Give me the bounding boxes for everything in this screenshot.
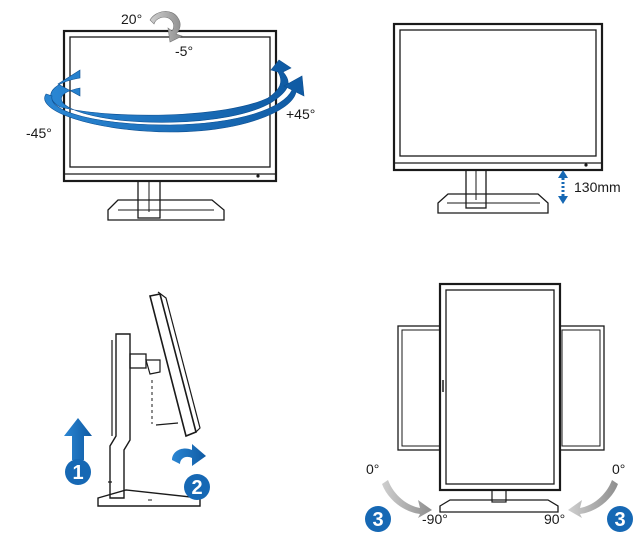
tilt-swivel-panel: 20° -5° -45° +45° <box>26 11 315 221</box>
tilt-arrow-icon <box>149 11 183 43</box>
monitor-stand <box>439 487 559 513</box>
monitor-front <box>392 22 604 172</box>
rotation-right-start: 0° <box>612 461 625 477</box>
up-arrow-icon <box>64 418 92 460</box>
step-2-number: 2 <box>191 477 202 499</box>
pivot-panel: 0° -90° 0° 90° 3 3 <box>365 282 633 532</box>
step-1-number: 1 <box>72 462 83 484</box>
height-arrow-icon <box>558 170 568 204</box>
height-label: 130mm <box>574 179 621 195</box>
rotation-right-end: 90° <box>544 511 565 527</box>
step-3-badge-left: 3 <box>365 506 391 532</box>
step-3-badge-right: 3 <box>607 506 633 532</box>
step-3-number: 3 <box>614 509 625 531</box>
stand-side <box>97 333 201 507</box>
step-2-badge: 2 <box>184 474 210 500</box>
monitor-front <box>62 29 278 183</box>
rotate-arrow-icon <box>382 480 618 518</box>
step-3-number: 3 <box>372 509 383 531</box>
height-panel: 130mm <box>392 22 621 214</box>
swivel-left-label: -45° <box>26 125 52 141</box>
curved-arrow-icon <box>172 444 206 466</box>
monitor-stand <box>107 177 225 221</box>
monitor-stand <box>437 167 549 214</box>
tilt-down-label: -5° <box>175 43 193 59</box>
side-view-panel: 1 2 <box>64 291 210 507</box>
landscape-outline-right <box>557 325 605 451</box>
swivel-arrow-icon <box>44 59 305 133</box>
monitor-side <box>145 291 201 438</box>
swivel-right-label: +45° <box>286 106 315 122</box>
rotation-left-end: -90° <box>422 511 448 527</box>
rotation-left-start: 0° <box>366 461 379 477</box>
monitor-portrait <box>438 282 562 492</box>
tilt-up-label: 20° <box>121 11 142 27</box>
step-1-badge: 1 <box>65 459 91 485</box>
